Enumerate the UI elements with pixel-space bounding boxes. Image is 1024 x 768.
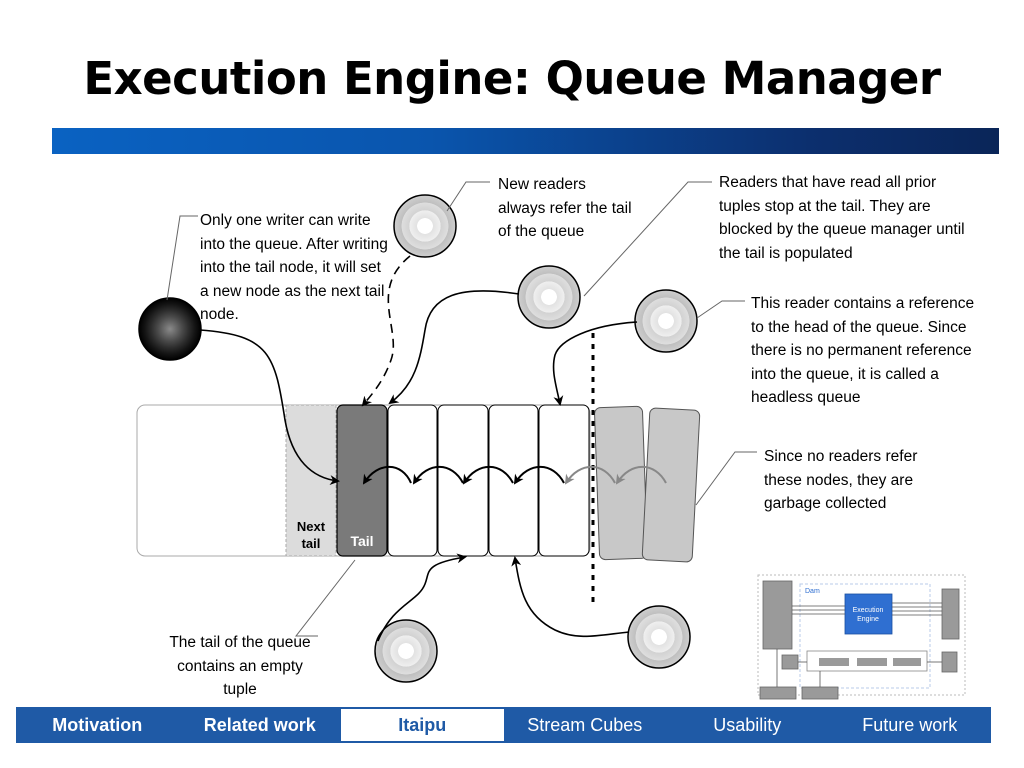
- garbage-node: [594, 405, 648, 561]
- queue-diagram: Next tail Tail: [136, 181, 966, 700]
- section-nav: Motivation Related work Itaipu Stream Cu…: [16, 707, 991, 743]
- engine-label-line1: Execution: [853, 607, 884, 614]
- reader-circle-blocked: [517, 265, 581, 329]
- tail-empty-note: The tail of the queue contains an empty …: [169, 634, 311, 698]
- head-reader-note: This reader contains a reference to the …: [751, 295, 975, 406]
- next-tail-label-line1: Next: [297, 519, 326, 534]
- writer-note: Only one writer can write into the queue…: [200, 212, 388, 323]
- reader-circle-head: [634, 289, 698, 353]
- nav-related-work[interactable]: Related work: [203, 714, 316, 735]
- reference-arrows: [199, 255, 638, 642]
- new-readers-note: New readers always refer the tail of the…: [498, 176, 632, 240]
- nav-itaipu[interactable]: Itaipu: [341, 707, 504, 743]
- node-links: [362, 466, 667, 485]
- dam-inset-diagram: Dam Execution Engine: [757, 574, 966, 700]
- tail-label: Tail: [350, 533, 373, 549]
- dam-label: Dam: [805, 588, 820, 595]
- queue-node: [387, 404, 438, 557]
- next-tail-label-line2: tail: [302, 536, 321, 551]
- queue-node: [538, 404, 590, 557]
- garbage-note: Since no readers refer these nodes, they…: [764, 448, 918, 512]
- reader-circle-new: [393, 194, 457, 258]
- writer-circle: [138, 297, 202, 361]
- nav-usability[interactable]: Usability: [713, 714, 782, 735]
- engine-label-line2: Engine: [857, 616, 879, 623]
- nav-stream-cubes[interactable]: Stream Cubes: [527, 714, 643, 735]
- title-underline-bar: [52, 128, 999, 154]
- nav-future-work[interactable]: Future work: [862, 714, 958, 735]
- callout-leaders: [166, 181, 757, 637]
- nav-motivation[interactable]: Motivation: [52, 714, 143, 735]
- blocked-readers-note: Readers that have read all prior tuples …: [719, 174, 965, 262]
- queue-node: [488, 404, 539, 557]
- slide-title: Execution Engine: Queue Manager: [83, 52, 941, 105]
- garbage-node: [641, 407, 701, 563]
- reader-circle-bottom-left: [374, 619, 438, 683]
- queue-node: [437, 404, 489, 557]
- reader-circle-bottom-right: [627, 605, 691, 669]
